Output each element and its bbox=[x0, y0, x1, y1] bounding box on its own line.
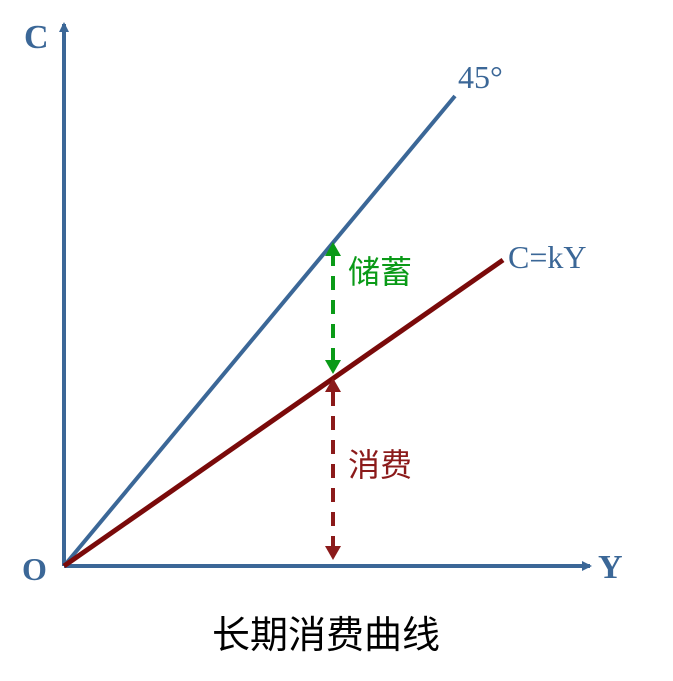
consumption-line-label: C=kY bbox=[508, 239, 587, 275]
saving-arrow-head-bottom bbox=[325, 360, 341, 374]
consumption-arrow-head-top bbox=[325, 378, 341, 392]
consumption-arrow-head-bottom bbox=[325, 546, 341, 560]
x-axis-label: Y bbox=[598, 549, 623, 586]
saving-arrow-head-top bbox=[325, 242, 341, 256]
origin-label: O bbox=[22, 551, 47, 587]
line-45-degree bbox=[62, 94, 457, 568]
line-45-label: 45° bbox=[458, 59, 503, 95]
caption: 长期消费曲线 bbox=[212, 613, 440, 657]
y-axis-label: C bbox=[24, 19, 49, 56]
saving-label: 储蓄 bbox=[348, 253, 412, 291]
consumption-line bbox=[62, 257, 505, 569]
consumption-label: 消费 bbox=[348, 446, 412, 484]
